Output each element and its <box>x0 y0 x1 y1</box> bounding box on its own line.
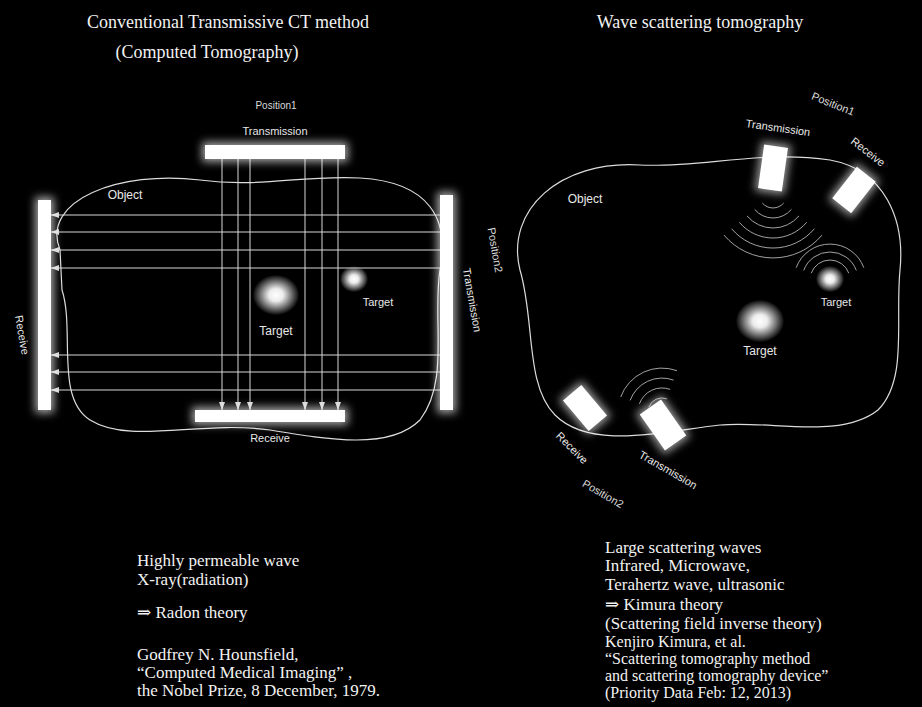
citation: “Scattering tomography method <box>605 650 810 668</box>
citation: Godfrey N. Hounsfield, <box>137 645 298 665</box>
transmission-bar: Transmission <box>440 195 453 410</box>
wave-arc <box>739 222 806 238</box>
wave-arc <box>621 368 677 397</box>
probe-body <box>563 385 607 431</box>
probe-body <box>640 400 687 451</box>
theory-note: ⇒ Kimura theory <box>605 595 723 615</box>
citation: the Nobel Prize, 8 December, 1979. <box>137 681 380 701</box>
node-label: Receive <box>553 429 590 466</box>
node-label: Object <box>108 189 143 203</box>
panel-heading: (Computed Tomography) <box>116 42 299 63</box>
target-glow: Target <box>736 300 784 342</box>
node-label: Receive <box>250 432 290 445</box>
transmission-bar: Transmission <box>205 145 345 159</box>
target-glow: Target <box>816 266 844 292</box>
wave-arc <box>639 388 670 404</box>
ray-arrow <box>51 232 440 233</box>
ray-arrow <box>51 355 440 356</box>
object-outline-svg <box>40 170 452 450</box>
citation: Kenjiro Kimura, et al. <box>605 633 746 651</box>
method-note: Large scattering waves <box>605 538 761 558</box>
method-note: Highly permeable wave <box>137 551 299 571</box>
position-label: Position2 <box>485 227 505 274</box>
node-label: Receive <box>12 314 31 355</box>
receiver-probe: Receive <box>562 385 608 431</box>
object-outline: ObjectTargetTarget <box>40 170 452 450</box>
citation: and scattering tomography device” <box>605 667 828 685</box>
panel-heading: Conventional Transmissive CT method <box>87 12 369 33</box>
position-label: Position2 <box>580 477 626 511</box>
method-note: X-ray(radiation) <box>137 570 248 590</box>
node-label: Target <box>821 296 852 309</box>
wave-arc <box>747 216 799 228</box>
node-label: Transmission <box>243 125 308 138</box>
ray-arrow <box>51 250 440 251</box>
transmitter-probe: Transmission <box>640 400 686 450</box>
ray-arrow <box>51 268 440 269</box>
wave-arc <box>724 235 822 258</box>
probe-body <box>832 167 876 213</box>
ray-arrow <box>51 215 440 216</box>
node-label: Transmission <box>637 448 700 491</box>
receive-bar: Receive <box>195 410 345 422</box>
position-label: Position1 <box>255 100 296 112</box>
node-label: Target <box>743 345 776 359</box>
citation: (Priority Data Feb: 12, 2013) <box>605 684 791 702</box>
wave-arc <box>762 203 783 208</box>
object-outline-path <box>518 157 901 436</box>
receiver-probe: Receive <box>832 168 876 212</box>
method-note: Infrared, Microwave, <box>605 556 750 576</box>
ray-arrow <box>51 372 440 373</box>
wave-arc <box>732 229 815 248</box>
target-glow: Target <box>340 266 368 292</box>
position-label: Position1 <box>810 90 857 119</box>
citation: “Computed Medical Imaging” , <box>137 663 352 683</box>
receive-bar: Receive <box>38 200 51 410</box>
node-label: Transmission <box>745 117 811 139</box>
node-label: Receive <box>848 135 887 169</box>
object-outline-path <box>57 178 443 440</box>
wave-arc <box>755 209 792 218</box>
node-label: Object <box>568 193 603 207</box>
panel-heading: Wave scattering tomography <box>597 12 803 33</box>
theory-note: (Scattering field inverse theory) <box>605 614 822 634</box>
wave-arc <box>630 378 674 400</box>
node-label: Target <box>259 325 292 339</box>
target-glow: Target <box>253 275 299 315</box>
probe-body <box>758 145 788 192</box>
theory-note: ⇒ Radon theory <box>137 603 248 623</box>
node-label: Target <box>363 296 394 309</box>
ray-arrow <box>51 390 440 391</box>
wave-arc <box>796 244 864 268</box>
transmitter-probe: Transmission <box>750 142 796 194</box>
method-note: Terahertz wave, ultrasonic <box>605 575 785 595</box>
node-label: Transmission <box>460 267 484 333</box>
